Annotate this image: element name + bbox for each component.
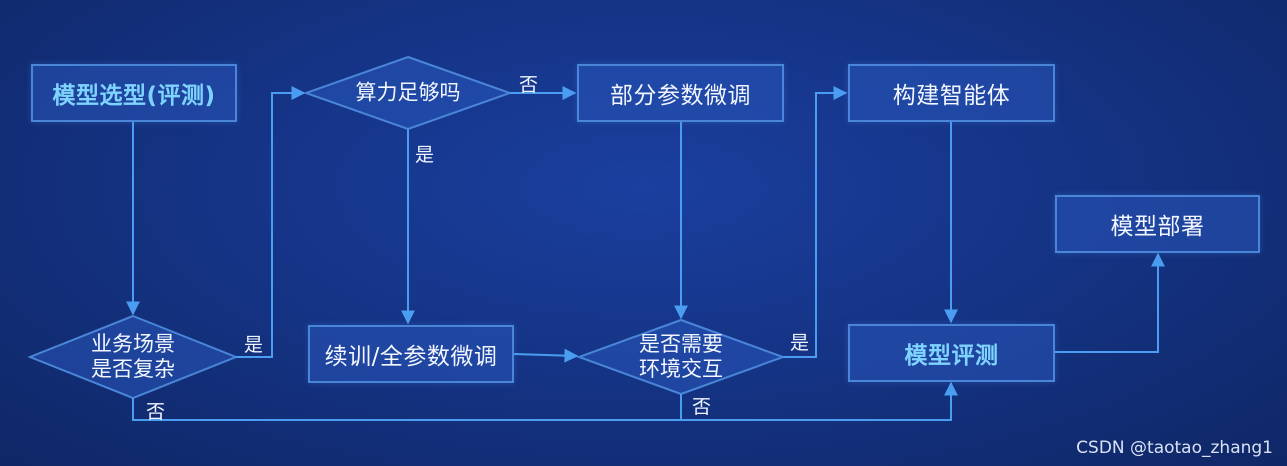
need-env-line2: 环境交互 xyxy=(639,357,723,381)
node-model-deploy: 模型部署 xyxy=(1055,195,1260,253)
node-compute-enough-label: 算力足够吗 xyxy=(355,80,461,105)
node-build-agent: 构建智能体 xyxy=(848,64,1055,122)
label-business-no: 否 xyxy=(146,401,166,423)
edge-env-yes xyxy=(783,86,848,358)
business-complex-line2: 是否复杂 xyxy=(91,357,175,381)
label-env-yes: 是 xyxy=(790,332,810,354)
node-business-complex-label: 业务场景 是否复杂 xyxy=(91,332,175,382)
edge-business-no xyxy=(132,381,958,421)
label-compute-yes: 是 xyxy=(415,144,435,166)
node-need-env-label: 是否需要 环境交互 xyxy=(639,332,723,382)
node-model-select: 模型选型(评测) xyxy=(31,64,237,122)
edge-business-yes xyxy=(236,86,306,358)
edge-train-to-env xyxy=(513,348,579,363)
business-complex-line1: 业务场景 xyxy=(91,332,175,356)
watermark: CSDN @taotao_zhang1 xyxy=(1076,438,1273,458)
label-env-no: 否 xyxy=(692,396,712,418)
need-env-line1: 是否需要 xyxy=(639,332,723,356)
edge-eval-to-deploy xyxy=(1055,252,1165,353)
label-business-yes: 是 xyxy=(244,334,264,356)
label-compute-no: 否 xyxy=(519,74,539,96)
node-partial-finetune: 部分参数微调 xyxy=(577,64,784,122)
node-model-eval: 模型评测 xyxy=(848,324,1055,382)
node-continue-train: 续训/全参数微调 xyxy=(308,325,514,383)
